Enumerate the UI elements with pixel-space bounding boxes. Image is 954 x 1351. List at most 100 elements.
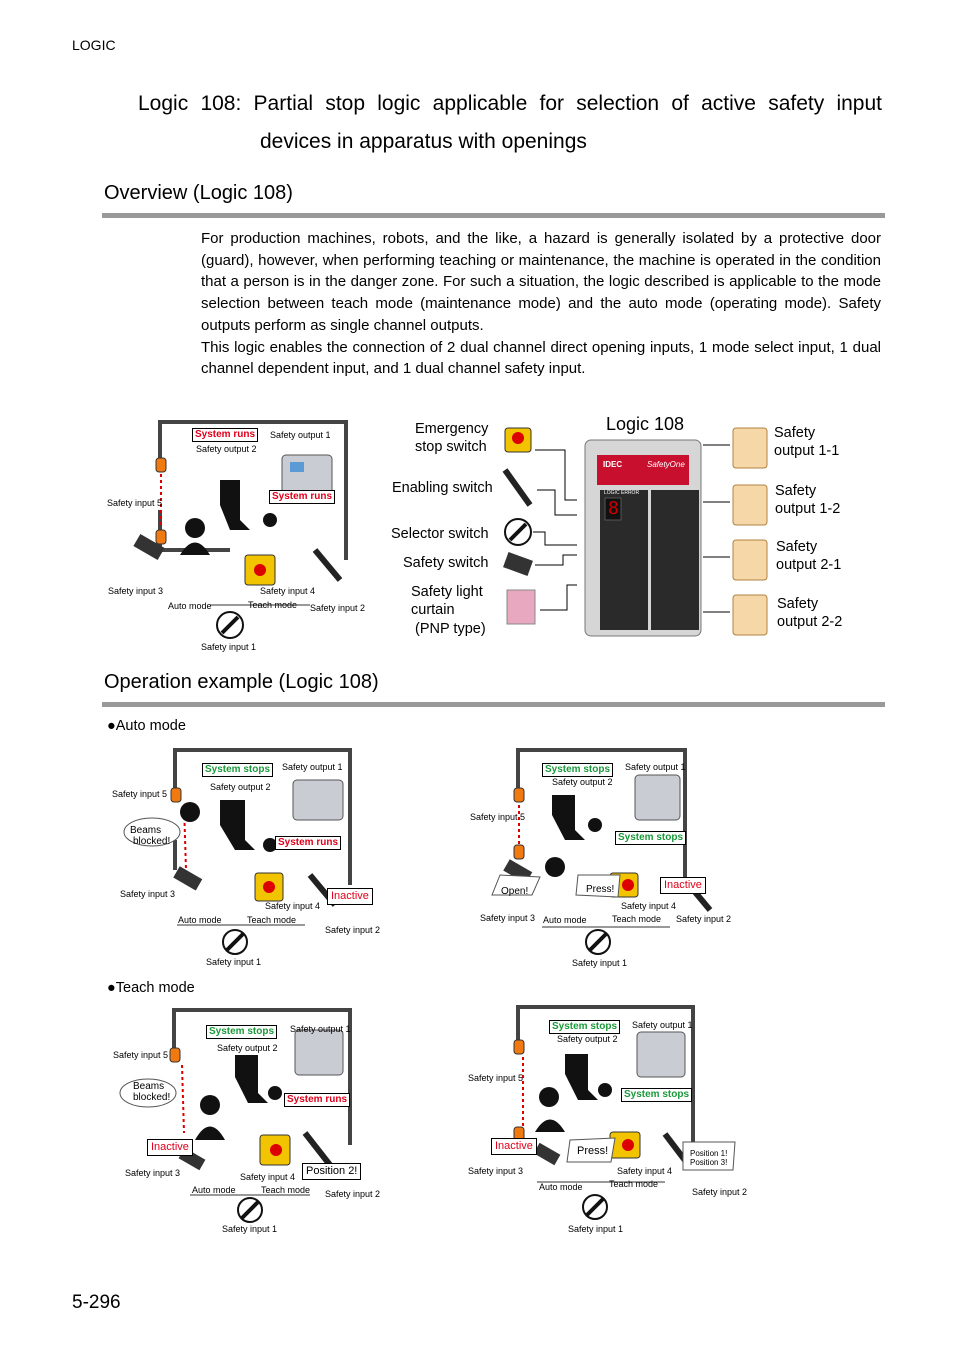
scene-a-si5: Safety input 5	[112, 789, 168, 799]
scene-b-si3: Safety input 3	[480, 913, 536, 923]
device-brand: IDEC	[603, 460, 623, 469]
scene-d-press: Press!	[577, 1145, 609, 1157]
scene-b-si4: Safety input 4	[621, 901, 677, 911]
teach-scene-2-graphic	[513, 1005, 736, 1220]
auto-mode-heading: ●Auto mode	[107, 718, 186, 734]
scene-b-teach: Teach mode	[612, 914, 662, 924]
scene-c-si2: Safety input 2	[325, 1189, 381, 1199]
overview-auto: Auto mode	[168, 601, 212, 611]
scene-b-inactive: Inactive	[660, 877, 706, 894]
overview-si3: Safety input 3	[108, 586, 164, 596]
section-rule	[102, 213, 885, 218]
scene-c-beams-1: Beams	[133, 1081, 165, 1092]
wiring-out22-1: Safety	[777, 596, 819, 612]
scene-d-si4: Safety input 4	[617, 1166, 673, 1176]
overview-paragraph-2: This logic enables the connection of 2 d…	[201, 338, 881, 378]
auto-scene-1-graphic	[123, 748, 352, 955]
wiring-selector: Selector switch	[391, 526, 489, 542]
overview-so2: Safety output 2	[196, 444, 257, 454]
teach-mode-heading: ●Teach mode	[107, 980, 195, 996]
scene-d-inactive: Inactive	[491, 1138, 537, 1155]
wiring-emergency-1: Emergency	[415, 421, 489, 437]
scene-b-status-1: System stops	[542, 763, 614, 777]
wiring-out12-2: output 1-2	[775, 501, 841, 517]
wiring-out21-1: Safety	[776, 539, 818, 555]
overview-status-1: System runs	[192, 428, 259, 442]
scene-c-status-2: System runs	[284, 1093, 351, 1107]
overview-teach: Teach mode	[248, 600, 298, 610]
overview-diagram: System runs Safety output 1 Safety outpu…	[100, 410, 390, 660]
scene-b-si1: Safety input 1	[572, 958, 628, 968]
scene-a-si1: Safety input 1	[206, 957, 262, 967]
auto-scene-1: System stops Safety output 1 Safety outp…	[105, 745, 395, 970]
scene-a-inactive: Inactive	[327, 888, 373, 905]
title-line-1: Logic 108: Partial stop logic applicable…	[138, 92, 882, 115]
scene-a-so2: Safety output 2	[210, 782, 271, 792]
scene-d-pos3: Position 3!	[690, 1158, 728, 1167]
overview-si5: Safety input 5	[107, 498, 163, 508]
scene-a-si4: Safety input 4	[265, 901, 321, 911]
scene-d-so1: Safety output 1	[632, 1020, 693, 1030]
wiring-diagram: Emergency stop switch Enabling switch Se…	[385, 410, 885, 650]
running-header: LOGIC	[72, 37, 116, 53]
wiring-enabling: Enabling switch	[392, 480, 493, 496]
scene-a-si2: Safety input 2	[325, 925, 381, 935]
operation-heading: Operation example (Logic 108)	[104, 671, 379, 693]
wiring-logic-label: Logic 108	[606, 414, 685, 434]
overview-si2: Safety input 2	[310, 603, 366, 613]
device-error: ERROR	[621, 490, 640, 496]
teach-scene-1: System stops Safety output 1 Safety outp…	[110, 1005, 390, 1237]
scene-a-beams-2: blocked!	[133, 836, 171, 847]
device-name: SafetyOne	[647, 460, 685, 469]
teach-scene-2: System stops Safety output 1 Safety outp…	[465, 1002, 765, 1237]
scene-c-inactive: Inactive	[147, 1139, 193, 1156]
scene-d-si3: Safety input 3	[468, 1166, 524, 1176]
scene-d-so2: Safety output 2	[557, 1034, 618, 1044]
scene-d-status-1: System stops	[549, 1020, 621, 1034]
overview-heading: Overview (Logic 108)	[104, 182, 293, 204]
scene-c-status-1: System stops	[206, 1025, 278, 1039]
scene-c-si1: Safety input 1	[222, 1224, 278, 1234]
scene-d-si2: Safety input 2	[692, 1187, 748, 1197]
scene-d-teach: Teach mode	[609, 1179, 659, 1189]
scene-d-si5: Safety input 5	[468, 1073, 524, 1083]
wiring-out12-1: Safety	[775, 483, 817, 499]
scene-a-status-2: System runs	[275, 836, 342, 850]
wiring-out22-2: output 2-2	[777, 614, 843, 630]
wiring-curtain-2: curtain	[411, 602, 455, 618]
scene-b-so1: Safety output 1	[625, 762, 686, 772]
scene-a-auto: Auto mode	[178, 915, 222, 925]
scene-d-auto: Auto mode	[539, 1182, 583, 1192]
auto-scene-2-graphic	[491, 748, 713, 955]
wiring-out11-1: Safety	[774, 425, 816, 441]
scene-a-status-1: System stops	[202, 763, 274, 777]
overview-si4: Safety input 4	[260, 586, 316, 596]
overview-si1: Safety input 1	[201, 642, 257, 652]
device-digit: 8	[608, 498, 619, 519]
operation-rule	[102, 702, 885, 707]
scene-c-beams-2: blocked!	[133, 1092, 171, 1103]
overview-status-2: System runs	[269, 490, 336, 504]
overview-text: For production machines, robots, and the…	[201, 228, 881, 380]
scene-a-si3: Safety input 3	[120, 889, 176, 899]
scene-d-status-2: System stops	[621, 1088, 693, 1102]
auto-scene-2: System stops Safety output 1 Safety outp…	[470, 745, 770, 970]
wiring-curtain-1: Safety light	[411, 584, 483, 600]
scene-c-si3: Safety input 3	[125, 1168, 181, 1178]
wiring-emergency-2: stop switch	[415, 439, 487, 455]
scene-a-teach: Teach mode	[247, 915, 297, 925]
scene-a-beams-1: Beams	[130, 825, 162, 836]
scene-c-teach: Teach mode	[261, 1185, 311, 1195]
overview-diagram-graphic	[133, 420, 348, 639]
wiring-out11-2: output 1-1	[774, 443, 840, 459]
scene-b-open: Open!	[501, 886, 529, 897]
scene-c-auto: Auto mode	[192, 1185, 236, 1195]
scene-b-press: Press!	[586, 884, 615, 895]
scene-a-so1: Safety output 1	[282, 762, 343, 772]
scene-d-pos1: Position 1!	[690, 1149, 728, 1158]
scene-d-si1: Safety input 1	[568, 1224, 624, 1234]
wiring-curtain-3: (PNP type)	[415, 621, 486, 637]
wiring-graphic	[502, 427, 768, 637]
title-line-2: devices in apparatus with openings	[260, 130, 587, 153]
teach-scene-1-graphic	[119, 1008, 352, 1223]
